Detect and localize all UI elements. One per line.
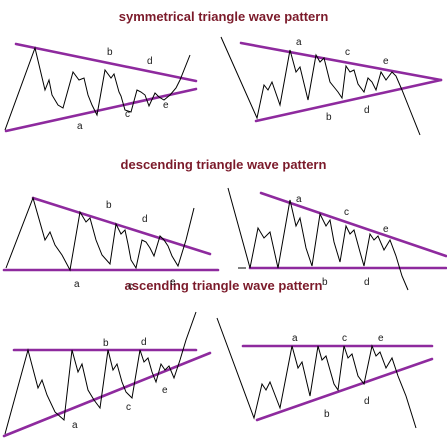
descending-left-label-c: c: [128, 281, 133, 292]
ascending-left-label-a: a: [72, 420, 78, 431]
symmetrical-right-wave: [220, 36, 421, 136]
symmetrical-left-wave: [4, 46, 191, 131]
symmetrical-left-pattern: b d e c a: [4, 42, 198, 133]
descending-right-label-b: b: [322, 277, 328, 288]
descending-left-upper-trendline: [31, 196, 212, 256]
symmetrical-right-label-c: c: [345, 47, 350, 58]
ascending-right-pattern: a c e b d: [216, 317, 434, 429]
ascending-right-lower-trendline: [255, 357, 434, 422]
symmetrical-left-label-c: c: [125, 109, 130, 120]
descending-left-label-a: a: [74, 279, 80, 290]
descending-right-wave: [227, 187, 409, 291]
ascending-right-label-c: c: [342, 333, 347, 344]
ascending-left-label-e: e: [162, 385, 168, 396]
ascending-right-label-b: b: [324, 409, 330, 420]
ascending-left-wave: [4, 311, 197, 435]
descending-left-label-d: d: [142, 214, 148, 225]
symmetrical-right-pattern: a c e b d: [220, 36, 443, 136]
ascending-left-label-c: c: [126, 402, 131, 413]
ascending-right-wave: [216, 317, 417, 429]
symmetrical-left-label-a: a: [77, 121, 83, 132]
ascending-right-label-e: e: [378, 333, 384, 344]
descending-left-label-b: b: [106, 200, 112, 211]
descending-right-pattern: a c e b d: [227, 187, 447, 291]
ascending-left-label-d: d: [141, 337, 147, 348]
symmetrical-right-label-e: e: [383, 56, 389, 67]
descending-left-wave: [5, 196, 195, 272]
descending-right-label-a: a: [296, 194, 302, 205]
descending-right-label-d: d: [364, 277, 370, 288]
symmetrical-right-lower-trendline: [254, 78, 443, 123]
symmetrical-right-label-d: d: [364, 105, 370, 116]
symmetrical-left-label-e: e: [163, 100, 169, 111]
ascending-right-label-d: d: [364, 396, 370, 407]
title-ascending: ascending triangle wave pattern: [124, 278, 323, 293]
ascending-right-label-a: a: [292, 333, 298, 344]
symmetrical-right-upper-trendline: [239, 41, 443, 82]
ascending-left-lower-trendline: [2, 351, 212, 438]
descending-right-label-e: e: [383, 224, 389, 235]
symmetrical-left-label-b: b: [107, 47, 113, 58]
symmetrical-left-lower-trendline: [4, 87, 198, 133]
symmetrical-left-upper-trendline: [14, 42, 198, 83]
descending-right-label-c: c: [344, 207, 349, 218]
title-symmetrical: symmetrical triangle wave pattern: [118, 9, 329, 24]
descending-left-pattern: b d a c e: [2, 196, 220, 292]
symmetrical-right-label-a: a: [296, 37, 302, 48]
ascending-left-pattern: b d e c a: [2, 311, 212, 438]
descending-left-label-e: e: [170, 277, 176, 288]
ascending-left-label-b: b: [103, 338, 109, 349]
descending-right-upper-trendline: [259, 191, 447, 258]
title-descending: descending triangle wave pattern: [120, 157, 327, 172]
symmetrical-left-label-d: d: [147, 56, 153, 67]
symmetrical-right-label-b: b: [326, 112, 332, 123]
